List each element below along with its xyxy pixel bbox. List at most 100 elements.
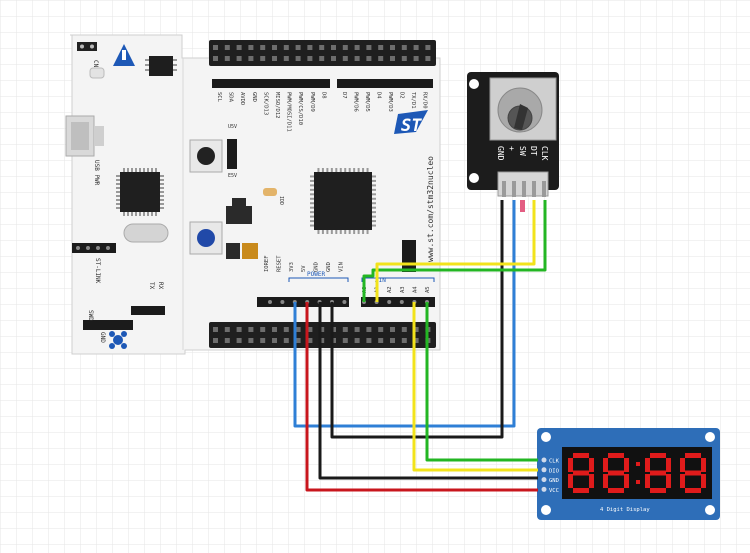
top-header-label: PWM/D3 [387, 92, 393, 112]
swd-label: SWD [87, 310, 94, 321]
gnd-label: GND [99, 332, 106, 343]
power-pin-label: GND [314, 262, 320, 272]
power-pin-label: RESET [276, 255, 282, 272]
power-pin-label: 3V3 [289, 262, 295, 272]
diode [226, 243, 240, 259]
segment [568, 458, 573, 472]
header-pin [366, 45, 372, 50]
header-pin [354, 45, 360, 50]
segment [650, 470, 666, 476]
top-header-label: PWM/D9 [309, 92, 315, 112]
header-pin [366, 338, 372, 343]
morpho-top-pins [213, 45, 431, 61]
header-pin [272, 56, 277, 61]
power-header [257, 297, 349, 307]
header-pin [295, 56, 301, 61]
eeprom-chip [149, 56, 173, 76]
segment [645, 458, 650, 472]
wire-gnd-to-display-gnd [318, 302, 538, 480]
segment [589, 458, 594, 472]
encoder-pin-label: CLK [540, 146, 549, 161]
tx-label: TX [148, 282, 155, 290]
encoder-sw-pin-tip [520, 200, 525, 212]
analog-header [361, 297, 435, 307]
segment [645, 474, 650, 488]
usb-label: USB PWR [93, 160, 100, 186]
segment [680, 474, 685, 488]
segment [608, 488, 624, 493]
header-pin [213, 327, 218, 332]
header-pin [248, 338, 254, 343]
wire-a4-to-display-dio [412, 302, 538, 472]
stm-flower-logo [109, 331, 127, 349]
display-caption: 4 Digit Display [600, 507, 650, 513]
header-pin [272, 327, 277, 332]
display-pin-label: GND [549, 478, 559, 484]
header-pin [413, 338, 419, 343]
header-pin [224, 56, 230, 61]
url-label: www.st.com/stm32nucleo [426, 156, 435, 262]
header-pin [378, 327, 384, 332]
header-pin [319, 45, 325, 50]
top-header-label: SCL [216, 92, 222, 103]
display-pin-label: CLK [549, 459, 560, 465]
top-header-label: SCK/D13 [262, 92, 268, 115]
header-pin [213, 56, 218, 61]
st-logo: ST [394, 110, 428, 136]
u5v-label: U5V [228, 124, 237, 130]
segment [701, 474, 706, 488]
segment [680, 458, 685, 472]
segment [624, 458, 629, 472]
colon-dot [636, 480, 640, 484]
display-pin-label: DIO [549, 468, 559, 474]
arduino-header-left [212, 79, 330, 88]
header-pin [283, 327, 289, 332]
top-header-label: PWM/D5 [364, 92, 370, 112]
header-pin [378, 56, 384, 61]
header-pin [260, 327, 266, 332]
encoder-pin-label: DT [529, 146, 538, 156]
header-pin [319, 56, 325, 61]
header-pin [425, 45, 431, 50]
wire-a5-to-display-clk [425, 302, 538, 462]
header-pin [378, 45, 384, 50]
display-pin-labels: CLK DIO GND VCC [541, 457, 560, 494]
header-pin [283, 338, 289, 343]
top-header-label: PWM/MOSI/D11 [286, 92, 292, 132]
header-pin [307, 56, 313, 61]
wire-5v-to-display-vcc [305, 302, 538, 492]
segment [685, 488, 701, 493]
header-pin [307, 327, 313, 332]
four-digit-display: CLK DIO GND VCC 4 Digit Display [537, 428, 720, 520]
top-header-label: TX/D1 [410, 92, 416, 109]
idd-jumper [263, 188, 277, 196]
idd-label: IDD [278, 196, 284, 205]
header-pin [236, 56, 242, 61]
top-header-label: D7 [341, 92, 347, 99]
wire-a1-to-encoder-clk [362, 200, 547, 302]
stlink-header [72, 243, 116, 253]
header-pin [366, 327, 372, 332]
segment [624, 474, 629, 488]
header-pin [331, 56, 336, 61]
analog-pin [387, 300, 392, 304]
header-pin [354, 327, 360, 332]
header-pin [224, 327, 230, 332]
usb-connector [65, 115, 104, 157]
wires [293, 200, 547, 492]
top-header-label: SDA [228, 92, 234, 103]
power-pin [342, 300, 347, 304]
reset-button-blue [189, 221, 223, 255]
analog-pin-label: A3 [400, 286, 406, 293]
display-pin-label: VCC [549, 488, 559, 494]
header-pin [295, 327, 301, 332]
header-pin [342, 56, 348, 61]
cn3-label: CN3 [92, 60, 99, 71]
header-pin [378, 338, 384, 343]
main-mcu [310, 168, 376, 234]
top-header-label: D4 [376, 92, 382, 99]
header-pin [260, 338, 266, 343]
